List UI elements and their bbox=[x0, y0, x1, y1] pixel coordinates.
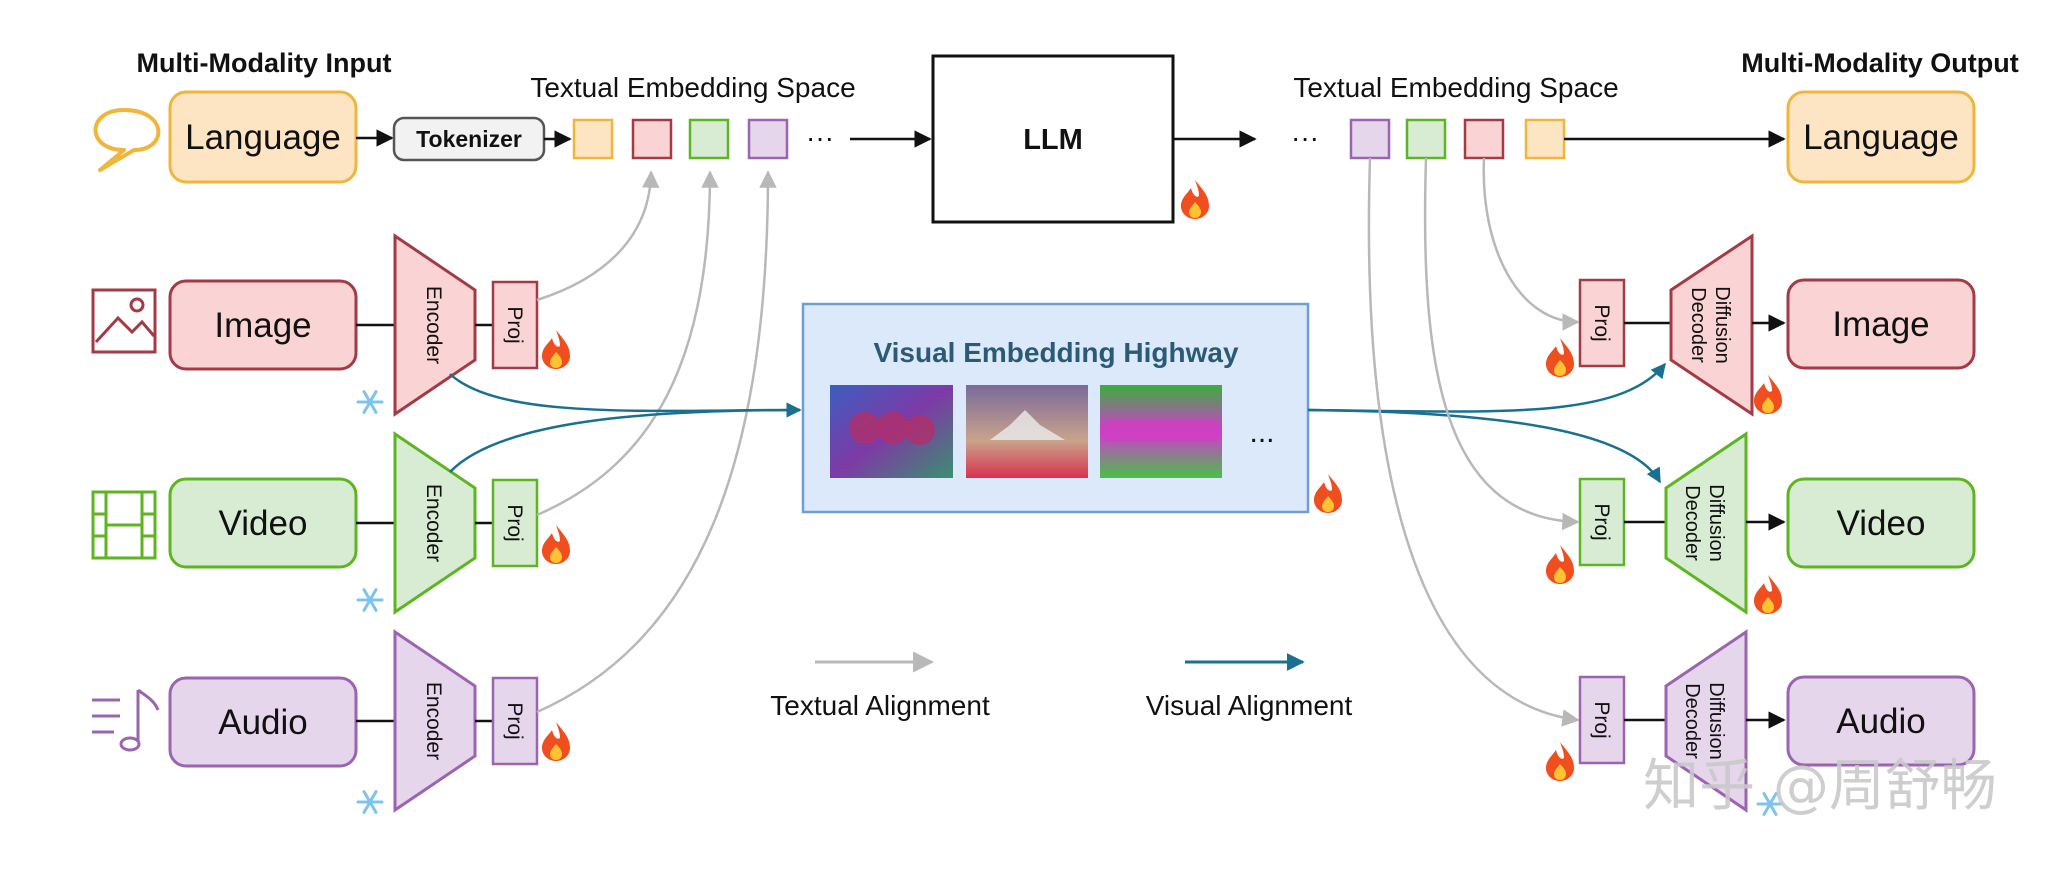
highway-title: Visual Embedding Highway bbox=[873, 337, 1239, 368]
audio-proj bbox=[491, 676, 539, 766]
video-output-proj bbox=[1578, 477, 1626, 567]
textual-space-label-right: Textual Embedding Space bbox=[1293, 72, 1618, 103]
audio-output-box bbox=[1786, 675, 1976, 767]
snowflake-icon bbox=[1756, 792, 1784, 816]
highway-ellipsis: ... bbox=[1249, 416, 1274, 449]
language-output-box bbox=[1786, 90, 1976, 184]
image-encoder-label: Encoder bbox=[422, 286, 445, 364]
image-diffusion-decoder bbox=[1669, 233, 1754, 417]
highway-thumbnails: ... bbox=[830, 385, 1275, 478]
snowflake-icon bbox=[356, 390, 384, 414]
image-icon bbox=[91, 288, 157, 354]
fire-icon bbox=[1754, 575, 1782, 614]
language-output-label: Language bbox=[1803, 118, 1959, 157]
audio-decoder-label-2: Decoder bbox=[1681, 683, 1703, 759]
fire-icons bbox=[542, 180, 1782, 781]
token-ellipsis-left: ··· bbox=[806, 122, 834, 153]
textual-space-label-left: Textual Embedding Space bbox=[530, 72, 855, 103]
video-decoder-label-2: Decoder bbox=[1681, 485, 1703, 561]
snowflake-icon bbox=[356, 588, 384, 612]
video-output-proj-label: Proj bbox=[1590, 503, 1613, 540]
audio-encoder-label: Encoder bbox=[422, 682, 445, 760]
audio-proj-label: Proj bbox=[503, 702, 526, 739]
image-decoder-label-2: Decoder bbox=[1687, 287, 1709, 363]
image-output-box bbox=[1786, 278, 1976, 370]
audio-input-label: Audio bbox=[218, 703, 308, 742]
fire-icon bbox=[1546, 545, 1574, 584]
audio-encoder bbox=[393, 629, 477, 813]
fire-icon bbox=[542, 722, 570, 761]
token-image-left bbox=[631, 118, 673, 160]
image-output-label: Image bbox=[1832, 305, 1929, 344]
fire-icon bbox=[1546, 338, 1574, 377]
token-video-right bbox=[1405, 118, 1447, 160]
image-encoder bbox=[393, 233, 477, 417]
image-proj bbox=[491, 280, 539, 370]
token-ellipsis-right: ··· bbox=[1291, 122, 1319, 153]
image-input-label: Image bbox=[214, 306, 311, 345]
textual-alignment-arrows-right bbox=[1367, 157, 1580, 727]
fire-icon bbox=[542, 525, 570, 564]
audio-output-proj bbox=[1578, 675, 1626, 765]
tokenizer-label: Tokenizer bbox=[416, 126, 522, 152]
speech-bubble-icon bbox=[93, 108, 161, 172]
fire-icon bbox=[1546, 742, 1574, 781]
video-encoder-label: Encoder bbox=[422, 484, 445, 562]
language-input-label: Language bbox=[185, 118, 341, 157]
textual-alignment-arrows-left bbox=[536, 170, 777, 714]
image-decoder-label-1: Diffusion bbox=[1711, 286, 1733, 363]
input-header: Multi-Modality Input bbox=[137, 48, 392, 78]
output-header: Multi-Modality Output bbox=[1741, 48, 2018, 78]
llm-label: LLM bbox=[1023, 124, 1083, 156]
video-encoder bbox=[393, 431, 477, 615]
fire-icon bbox=[1181, 180, 1209, 219]
snowflake-icons bbox=[356, 390, 1784, 816]
audio-output-proj-label: Proj bbox=[1590, 701, 1613, 738]
token-video-left bbox=[688, 118, 730, 160]
snowflake-icon bbox=[356, 790, 384, 814]
audio-output-label: Audio bbox=[1836, 702, 1926, 741]
video-proj bbox=[491, 478, 539, 568]
fire-icon bbox=[542, 330, 570, 369]
video-diffusion-decoder bbox=[1664, 431, 1748, 615]
image-output-proj-label: Proj bbox=[1590, 304, 1613, 341]
video-output-box bbox=[1786, 477, 1976, 569]
video-output-label: Video bbox=[1837, 504, 1926, 543]
token-image-right bbox=[1463, 118, 1505, 160]
token-language-right bbox=[1524, 118, 1566, 160]
image-proj-label: Proj bbox=[503, 306, 526, 343]
audio-diffusion-decoder bbox=[1664, 629, 1748, 813]
legend-visual-label: Visual Alignment bbox=[1146, 690, 1353, 721]
video-input-label: Video bbox=[219, 504, 308, 543]
fire-icon bbox=[1754, 375, 1782, 414]
token-audio-right bbox=[1349, 118, 1391, 160]
legend-textual-label: Textual Alignment bbox=[770, 690, 990, 721]
fire-icon bbox=[1314, 474, 1342, 513]
token-language-left bbox=[572, 118, 614, 160]
video-proj-label: Proj bbox=[503, 504, 526, 541]
video-decoder-label-1: Diffusion bbox=[1705, 484, 1727, 561]
film-icon bbox=[91, 490, 157, 560]
audio-decoder-label-1: Diffusion bbox=[1705, 682, 1727, 759]
watermark: 知乎 @周舒畅 bbox=[1643, 754, 1997, 819]
token-audio-left bbox=[747, 118, 789, 160]
music-icon bbox=[92, 688, 160, 752]
